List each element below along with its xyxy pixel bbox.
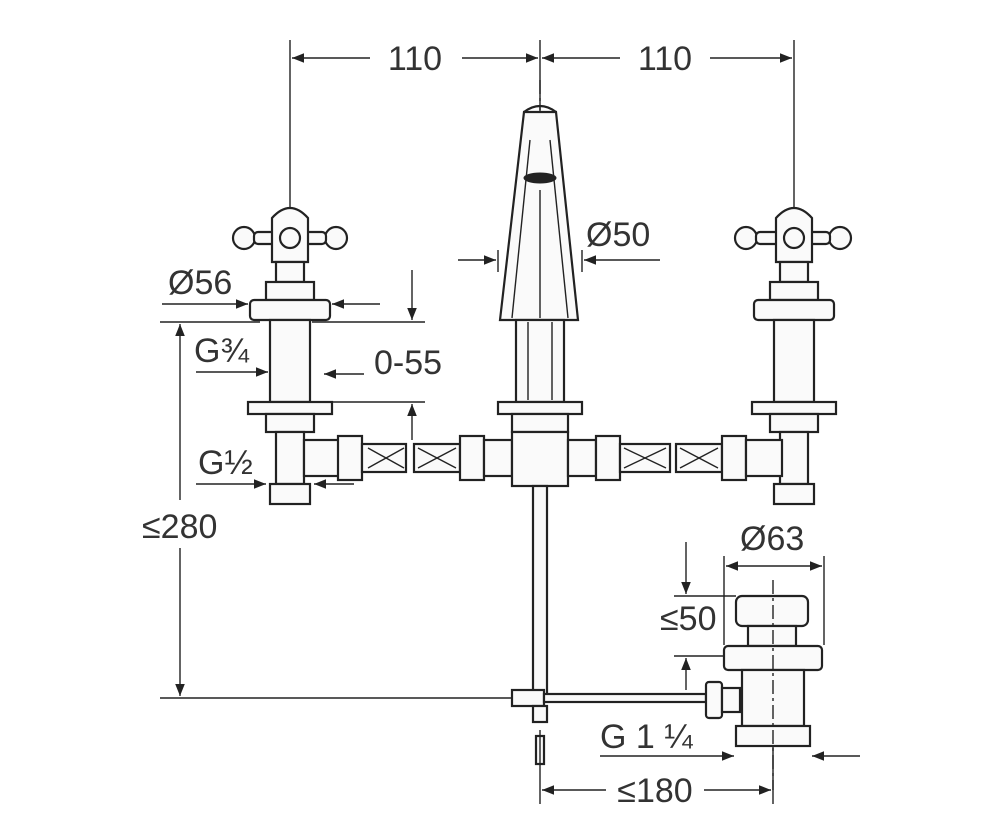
right-handle <box>733 206 853 506</box>
waste-thread-label: G 1 ¼ <box>600 718 693 756</box>
waste-reach-dimension: ≤180 <box>539 730 774 810</box>
handle-thread-dimension: G¾ <box>194 332 268 377</box>
adjust-range-label: 0-55 <box>374 344 442 382</box>
waste-diameter-dimension: Ø63 <box>723 520 825 645</box>
waste-height-dimension: ≤50 <box>660 542 736 690</box>
connection-thread-label: G½ <box>198 444 253 482</box>
left-spacing-label: 110 <box>388 40 442 78</box>
waste-diameter-label: Ø63 <box>740 520 804 558</box>
spacing-dimension: 110 110 <box>289 40 795 210</box>
spout-diameter-label: Ø50 <box>586 216 650 254</box>
handle-diameter-dimension: Ø56 <box>162 264 380 309</box>
handle-diameter-label: Ø56 <box>168 264 232 302</box>
adjust-range-dimension: 0-55 <box>312 270 442 440</box>
connection-thread-dimension: G½ <box>196 444 354 489</box>
waste-height-label: ≤50 <box>660 600 716 638</box>
left-handle <box>231 206 349 506</box>
waste-valve <box>704 580 824 790</box>
spout-diameter-dimension: Ø50 <box>458 216 660 272</box>
spout <box>496 104 584 434</box>
connection-hoses <box>302 430 784 488</box>
waste-reach-label: ≤180 <box>617 772 692 810</box>
right-spacing-label: 110 <box>638 40 692 78</box>
handle-thread-label: G¾ <box>194 332 249 370</box>
waste-thread-dimension: G 1 ¼ <box>600 718 860 761</box>
max-height-dimension: ≤280 <box>142 321 512 699</box>
max-height-label: ≤280 <box>142 508 217 546</box>
